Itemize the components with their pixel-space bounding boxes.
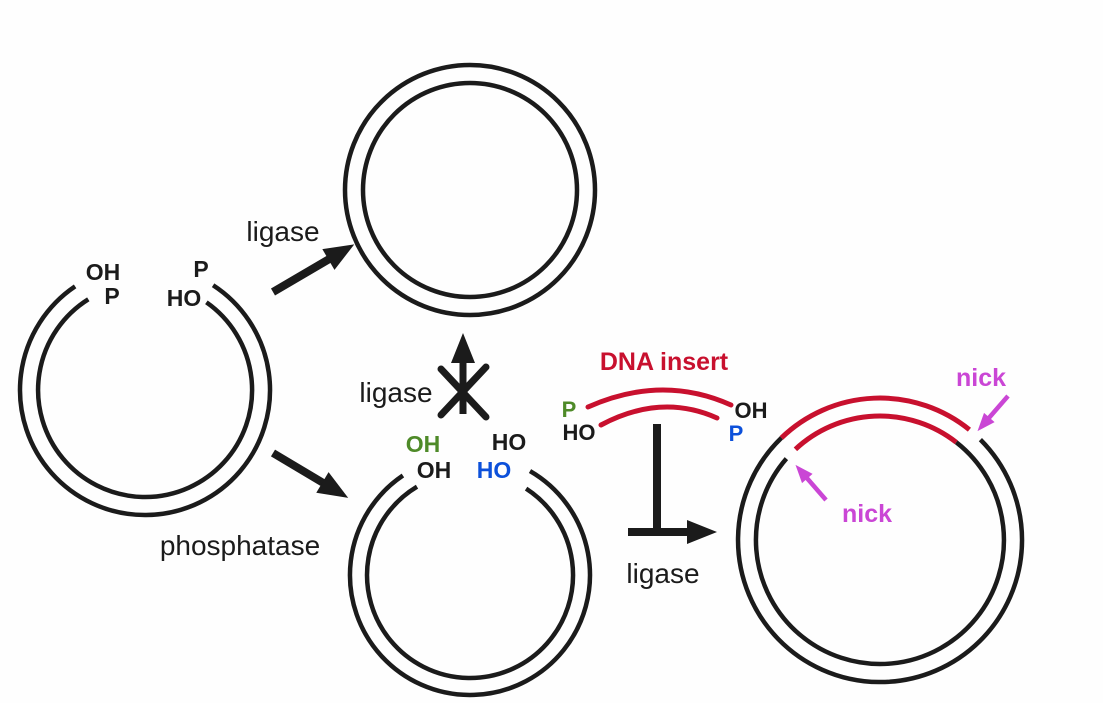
cut-vector-left-oh-label: OH — [86, 259, 121, 285]
dephos-left-oh-green-label: OH — [406, 431, 441, 457]
insert-right-oh-label: OH — [735, 398, 768, 423]
ligase-blocked-group: ligase — [359, 333, 490, 421]
dephosphorylated-vector-plasmid: OH OH HO HO — [347, 429, 593, 698]
phosphatase-arrow — [270, 449, 349, 498]
dna-insert-group: DNA insert P HO OH P — [562, 348, 768, 446]
ligase-insert-label: ligase — [626, 558, 699, 589]
phosphatase-label: phosphatase — [160, 530, 320, 561]
dephos-right-ho-blue-label: HO — [477, 457, 512, 483]
insert-left-ho-label: HO — [563, 420, 596, 445]
ligase-circularize-arrow-group: ligase — [246, 216, 355, 296]
nick-lower-label: nick — [842, 500, 892, 528]
dephos-left-oh-black-label: OH — [417, 457, 452, 483]
product-insert-inner-strand — [793, 413, 958, 452]
circular-plasmid-outer-strand — [342, 62, 598, 318]
product-vector-outer-strand — [735, 436, 1025, 685]
ligase-insert-arrow-group: ligase — [626, 424, 717, 589]
circular-plasmid — [342, 62, 598, 318]
ligase-circularize-label: ligase — [246, 216, 319, 247]
blocked-cross-stroke-2 — [437, 363, 490, 419]
insert-right-p-label: P — [729, 421, 744, 446]
ligase-blocked-label: ligase — [359, 377, 432, 408]
cut-vector-plasmid: OH P P HO — [17, 256, 273, 518]
dephos-vector-outer-strand — [347, 469, 593, 698]
dephos-vector-inner-strand — [364, 484, 576, 681]
product-plasmid: nick nick — [735, 364, 1025, 685]
dna-insert-title: DNA insert — [600, 348, 729, 376]
insert-left-p-label: P — [562, 397, 577, 422]
phosphatase-arrow-group: phosphatase — [160, 449, 349, 561]
circular-plasmid-inner-strand — [360, 80, 580, 300]
cut-vector-inner-strand — [35, 297, 255, 500]
cut-vector-right-p-label: P — [193, 256, 208, 282]
nick-annotation-lower-left: nick — [795, 464, 892, 528]
nick-top-arrow — [977, 394, 1010, 432]
ligase-circularize-arrow — [270, 244, 355, 296]
product-insert-outer-strand — [779, 395, 971, 440]
product-vector-inner-strand — [753, 440, 1007, 667]
dna-insert-bottom-strand — [598, 404, 720, 428]
nick-lower-arrow — [795, 464, 828, 502]
dephos-right-ho-black-label: HO — [492, 429, 527, 455]
dna-insert-top-strand — [585, 387, 734, 410]
cut-vector-left-p-label: P — [104, 283, 119, 309]
nick-top-label: nick — [956, 364, 1006, 392]
cut-vector-outer-strand — [17, 283, 273, 518]
nick-annotation-top-right: nick — [956, 364, 1010, 432]
cut-vector-right-ho-label: HO — [167, 285, 202, 311]
